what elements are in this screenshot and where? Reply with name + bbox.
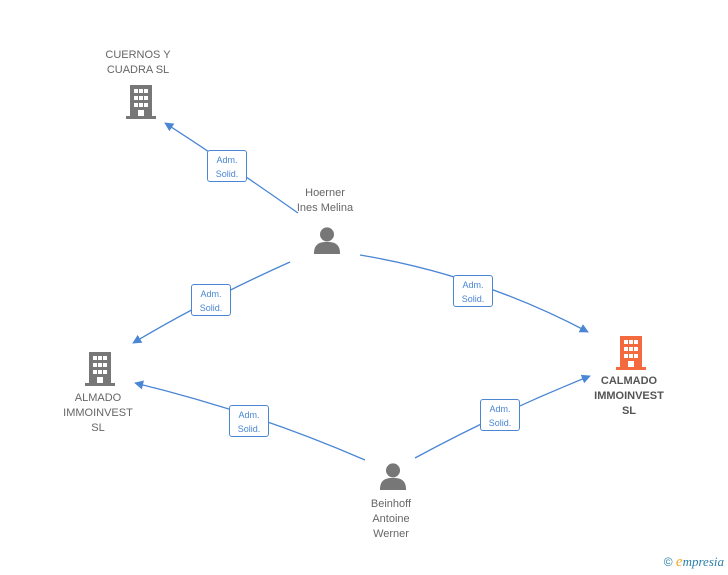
building-icon[interactable]: [616, 336, 646, 370]
node-label-hoerner[interactable]: Hoerner Ines Melina: [296, 187, 354, 214]
node-label-calmado[interactable]: CALMADO IMMOINVEST SL: [594, 375, 664, 417]
edge-label-hoerner-calmado: Adm. Solid.: [453, 275, 493, 307]
edge-label-beinhoff-calmado: Adm. Solid.: [480, 399, 520, 431]
brand-initial: e: [675, 554, 683, 570]
person-icon[interactable]: [313, 227, 341, 254]
person-icon[interactable]: [379, 463, 407, 490]
node-label-cuernos[interactable]: CUERNOS Y CUADRA SL: [105, 49, 171, 76]
node-label-almado[interactable]: ALMADO IMMOINVEST SL: [63, 392, 133, 434]
building-icon[interactable]: [126, 85, 156, 119]
brand-name: mpresia: [682, 554, 724, 569]
copyright-icon: ©: [663, 555, 673, 569]
edge-label-beinhoff-almado: Adm. Solid.: [229, 405, 269, 437]
node-label-beinhoff[interactable]: Beinhoff Antoine Werner: [370, 498, 412, 540]
empresia-logo: © empresia: [664, 554, 724, 571]
edge-label-hoerner-almado: Adm. Solid.: [191, 284, 231, 316]
building-icon[interactable]: [85, 352, 115, 386]
edge-label-hoerner-cuernos: Adm. Solid.: [207, 150, 247, 182]
